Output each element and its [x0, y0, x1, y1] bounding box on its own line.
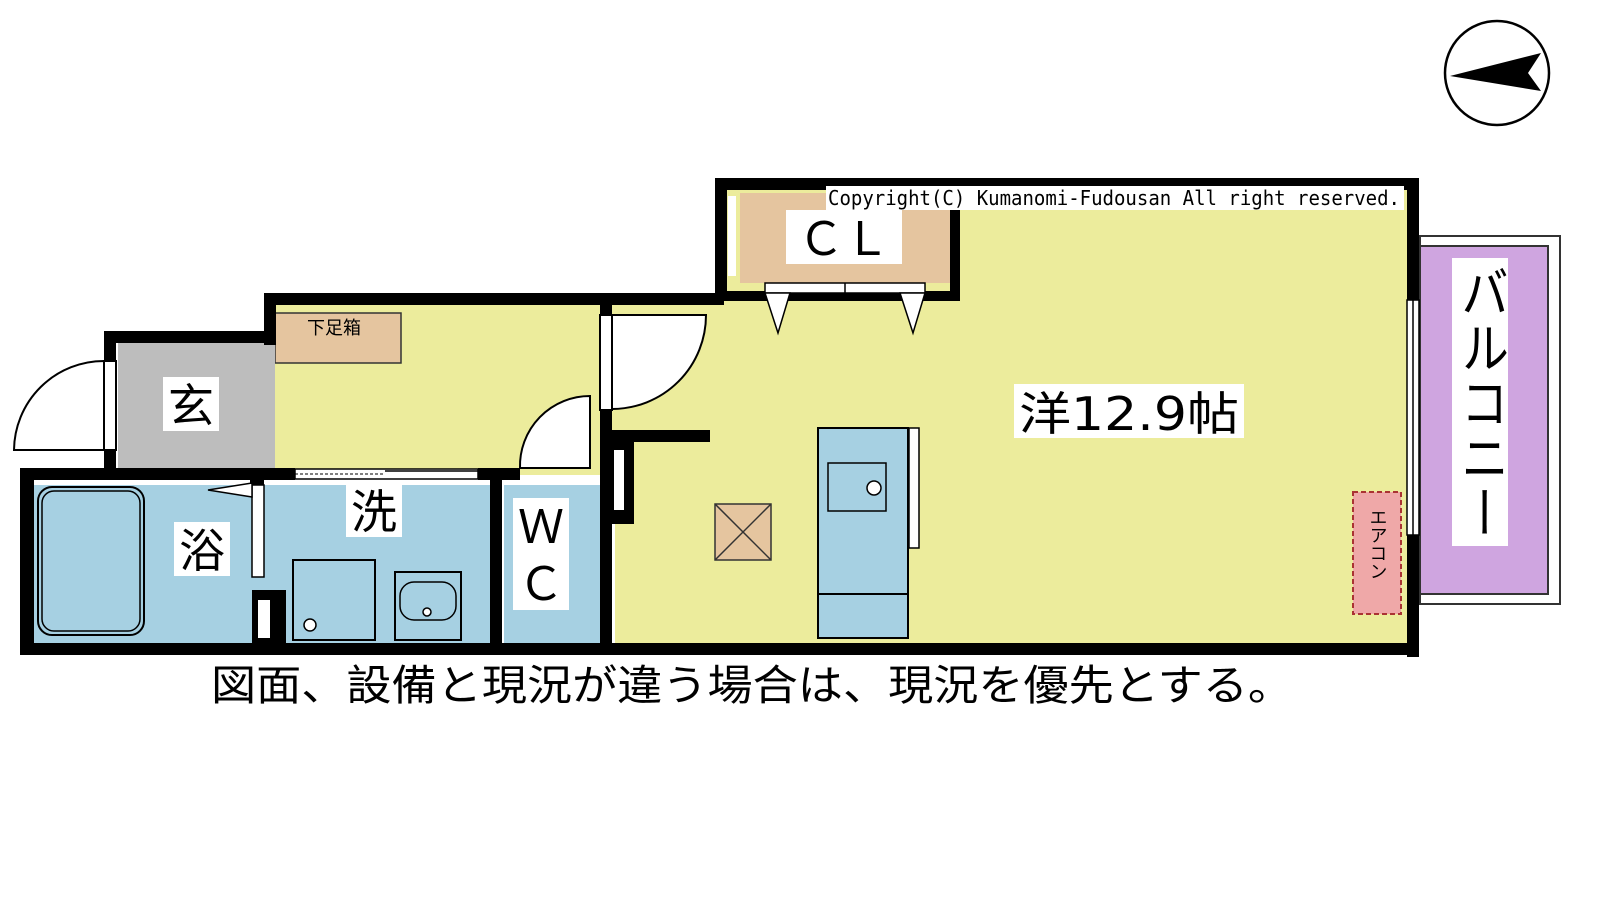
western-room-floor	[615, 190, 1410, 645]
closet-wall-window	[728, 196, 736, 276]
washing-machine-icon	[292, 559, 376, 641]
toilet-label-w: Ｗ	[518, 500, 564, 554]
door-swing-icon	[518, 394, 591, 469]
aircon-label: エアコン	[1367, 508, 1388, 580]
compass-icon	[1443, 19, 1551, 127]
toilet-label-c: Ｃ	[518, 557, 564, 611]
door-swing-icon	[12, 359, 117, 451]
stub-wall-window	[614, 450, 624, 510]
disclaimer-note: 図面、設備と現況が違う場合は、現況を優先とする。	[211, 661, 1293, 710]
ventilation-box-icon	[714, 503, 772, 561]
aircon-unit	[1352, 491, 1402, 615]
shoe-box-label: 下足箱	[307, 318, 361, 339]
bathtub-icon	[37, 486, 145, 636]
washroom-label: 洗	[351, 485, 397, 539]
entrance-label: 玄	[168, 379, 214, 433]
shoe-box-area	[274, 312, 402, 364]
kitchen-sink-icon	[817, 427, 920, 639]
bath-label: 浴	[179, 524, 225, 578]
closet-label: ＣＬ	[798, 212, 890, 266]
closet-doors	[763, 282, 927, 336]
copyright-text: Copyright(C) Kumanomi-Fudousan All right…	[828, 186, 1400, 210]
balcony-label: バルコニー	[1452, 264, 1508, 540]
door-swing-icon	[599, 314, 708, 411]
wash-basin-icon	[394, 571, 462, 641]
sliding-door	[294, 468, 479, 480]
western-room-label: 洋12.9帖	[1019, 387, 1239, 441]
wall-gap	[258, 600, 270, 638]
bath-door	[207, 482, 265, 578]
